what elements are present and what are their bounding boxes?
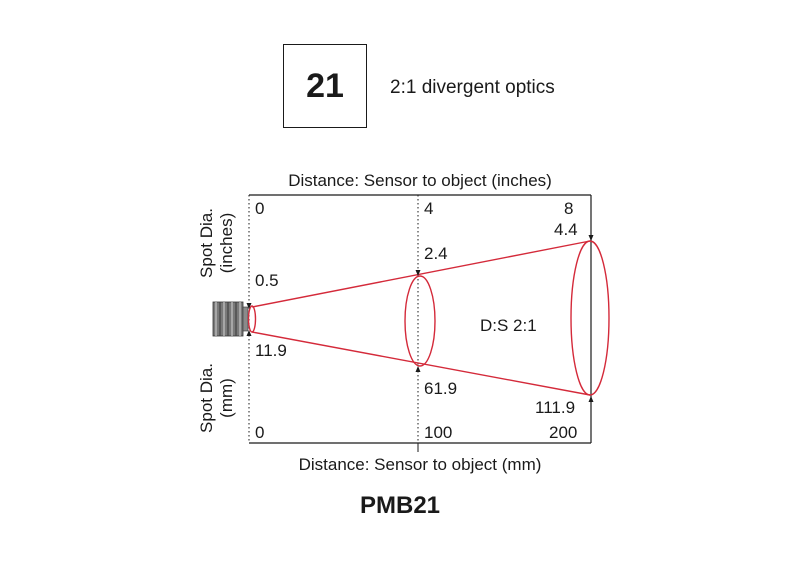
optics-code-box: 21 (283, 44, 367, 128)
ratio-label: D:S 2:1 (480, 316, 537, 335)
spot-in-0: 0.5 (255, 271, 279, 290)
measure-arrows (246, 235, 594, 402)
arrow-spot-0-top (246, 303, 252, 309)
distance-in-1: 4 (424, 199, 433, 218)
spot-in-2: 4.4 (554, 220, 578, 239)
beam-edge-top (251, 240, 591, 308)
optics-code: 21 (306, 66, 344, 105)
spot-in-1: 2.4 (424, 244, 448, 263)
left-label-bottom-line1: Spot Dia. (197, 363, 216, 433)
spot-ellipse-1 (404, 275, 436, 367)
left-label-bottom: Spot Dia. (mm) (197, 363, 236, 433)
spot-ellipse-2 (570, 240, 610, 396)
arrow-spot-2-bottom (588, 396, 594, 402)
distance-mm-0: 0 (255, 423, 264, 442)
spot-ellipse-0 (247, 305, 257, 333)
arrow-spot-1-bottom (415, 366, 421, 372)
optics-description: 2:1 divergent optics (390, 77, 555, 98)
spot-mm-1: 61.9 (424, 379, 457, 398)
arrow-spot-1-top (415, 270, 421, 276)
left-label-top-line2: (inches) (217, 213, 236, 273)
arrow-spot-2-top (588, 235, 594, 241)
spot-mm-2: 111.9 (535, 398, 575, 417)
beam-outline (247, 240, 610, 396)
beam-edge-bottom (251, 331, 591, 396)
spot-mm-0: 11.9 (255, 341, 287, 360)
distance-mm-1: 100 (424, 423, 452, 442)
left-label-top: Spot Dia. (inches) (197, 208, 236, 278)
product-name: PMB21 (359, 492, 441, 519)
top-axis-title: Distance: Sensor to object (inches) (288, 171, 552, 190)
bottom-axis-title: Distance: Sensor to object (mm) (299, 455, 542, 474)
distance-in-0: 0 (255, 199, 264, 218)
sensor-icon (212, 301, 249, 337)
distance-in-2: 8 (564, 199, 573, 218)
left-label-top-line1: Spot Dia. (197, 208, 216, 278)
distance-mm-2: 200 (549, 423, 577, 442)
left-label-bottom-line2: (mm) (217, 378, 236, 418)
arrow-spot-0-bottom (246, 330, 252, 336)
